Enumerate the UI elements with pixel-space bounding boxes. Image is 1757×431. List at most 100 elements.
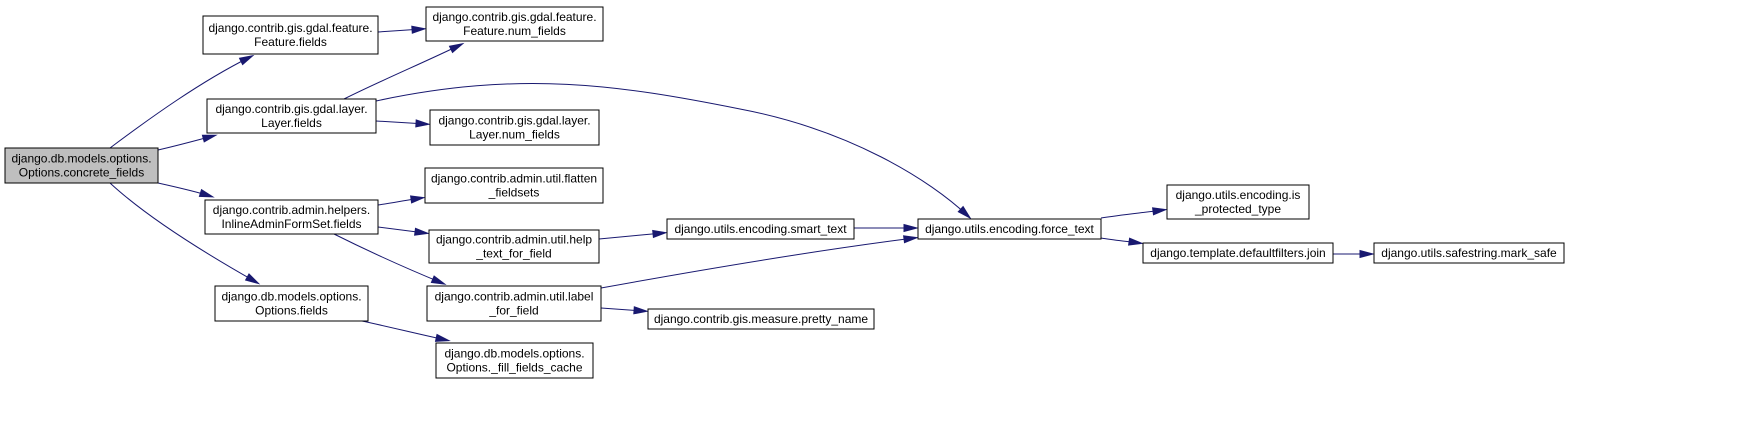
node-help-text-for-field[interactable]: django.contrib.admin.util.help_text_for_… — [428, 229, 600, 264]
node-label-line: django.db.models.options. — [444, 347, 584, 361]
edge-arrowhead — [411, 25, 427, 34]
node-inline-fields[interactable]: django.contrib.admin.helpers.InlineAdmin… — [204, 199, 379, 235]
node-label-line: Layer.fields — [261, 116, 322, 130]
node-label-line: django.contrib.admin.util.flatten — [431, 172, 597, 186]
node-pretty-name[interactable]: django.contrib.gis.measure.pretty_name — [647, 308, 875, 330]
node-feature-fields[interactable]: django.contrib.gis.gdal.feature.Feature.… — [202, 15, 379, 55]
node-label-line: _fieldsets — [488, 186, 540, 200]
node-force-text[interactable]: django.utils.encoding.force_text — [917, 218, 1102, 240]
call-graph-nodes: django.db.models.options.Options.concret… — [4, 6, 1565, 379]
node-join[interactable]: django.template.defaultfilters.join — [1142, 242, 1334, 264]
node-label-line: django.utils.safestring.mark_safe — [1381, 246, 1557, 260]
node-label-line: _protected_type — [1194, 202, 1281, 216]
edge-arrowhead — [1128, 237, 1144, 246]
node-label-line: InlineAdminFormSet.fields — [221, 217, 361, 231]
edge-line — [109, 56, 251, 149]
node-box — [917, 218, 1102, 240]
node-box — [202, 15, 379, 55]
node-mark-safe[interactable]: django.utils.safestring.mark_safe — [1373, 242, 1565, 264]
call-graph-edges — [109, 25, 1375, 342]
node-box — [429, 109, 600, 146]
edge-help_text_for_field-to-smart_text — [598, 229, 668, 240]
edge-label_for_field-to-pretty_name — [600, 306, 649, 315]
node-label-line: Layer.num_fields — [469, 128, 560, 142]
node-label-line: django.contrib.gis.gdal.layer. — [438, 114, 590, 128]
edge-line — [600, 237, 915, 289]
edge-label_for_field-to-force_text — [600, 235, 919, 289]
edge-arrowhead — [415, 119, 431, 128]
node-label-line: django.contrib.admin.util.label — [435, 290, 594, 304]
node-label-line: Options._fill_fields_cache — [446, 361, 582, 375]
edge-line — [109, 182, 257, 283]
node-flatten-fieldsets[interactable]: django.contrib.admin.util.flatten_fields… — [424, 167, 604, 204]
edge-line — [333, 233, 443, 284]
edge-arrowhead — [1359, 249, 1375, 259]
node-box — [214, 285, 369, 322]
node-smart-text[interactable]: django.utils.encoding.smart_text — [666, 218, 855, 240]
node-root[interactable]: django.db.models.options.Options.concret… — [4, 147, 159, 184]
edge-arrowhead — [198, 188, 215, 198]
edge-arrowhead — [434, 333, 451, 342]
edge-line — [343, 44, 461, 100]
node-label-line: django.contrib.gis.gdal.layer. — [215, 102, 367, 116]
node-label-line: Feature.num_fields — [463, 24, 566, 38]
edge-root-to-layer_fields — [157, 134, 218, 151]
node-feature-num-fields[interactable]: django.contrib.gis.gdal.feature.Feature.… — [425, 6, 604, 42]
edge-line — [375, 83, 969, 217]
edge-root-to-inline_fields — [157, 182, 215, 198]
node-label-line: _text_for_field — [475, 247, 551, 261]
node-label-line: Feature.fields — [254, 35, 327, 49]
edge-arrowhead — [903, 235, 919, 244]
node-label-for-field[interactable]: django.contrib.admin.util.label_for_fiel… — [426, 285, 602, 322]
edge-layer_fields-to-feature_num_fields — [343, 42, 465, 100]
edge-force_text-to-is_protected_type — [1100, 207, 1168, 219]
edge-smart_text-to-force_text — [854, 223, 919, 233]
edge-arrowhead — [244, 273, 261, 285]
node-label-line: django.contrib.gis.gdal.feature. — [208, 21, 372, 35]
node-box — [424, 167, 604, 204]
node-box — [206, 98, 377, 134]
node-box — [204, 199, 379, 235]
node-label-line: django.contrib.gis.gdal.feature. — [432, 10, 596, 24]
node-label-line: Options.fields — [255, 304, 328, 318]
edge-arrowhead — [957, 205, 972, 220]
edge-layer_fields-to-layer_num_fields — [375, 119, 431, 128]
node-label-line: django.template.defaultfilters.join — [1150, 246, 1325, 260]
node-label-line: django.utils.encoding.is — [1176, 188, 1301, 202]
edge-arrowhead — [414, 227, 430, 236]
node-box — [647, 308, 875, 330]
node-label-line: django.utils.encoding.smart_text — [674, 222, 847, 236]
node-box — [426, 285, 602, 322]
node-options-fields[interactable]: django.db.models.options.Options.fields — [214, 285, 369, 322]
edge-force_text-to-join — [1100, 237, 1144, 246]
edge-arrowhead — [410, 195, 426, 204]
edge-inline_fields-to-flatten_fieldsets — [377, 195, 426, 206]
node-label-line: django.contrib.admin.util.help — [436, 233, 592, 247]
node-box — [4, 147, 159, 184]
edge-inline_fields-to-label_for_field — [333, 233, 447, 285]
edge-feature_fields-to-feature_num_fields — [377, 25, 427, 34]
node-label-line: django.db.models.options. — [221, 290, 361, 304]
node-label-line: django.db.models.options. — [11, 152, 151, 166]
node-label-line: django.contrib.admin.helpers. — [213, 203, 370, 217]
edge-root-to-options_fields — [109, 182, 261, 285]
edge-join-to-mark_safe — [1333, 249, 1375, 259]
node-box — [1166, 184, 1310, 220]
node-box — [435, 342, 594, 379]
edge-arrowhead — [238, 54, 255, 66]
edge-arrowhead — [652, 229, 668, 239]
node-fill-fields-cache[interactable]: django.db.models.options.Options._fill_f… — [435, 342, 594, 379]
edge-arrowhead — [633, 306, 649, 315]
edge-arrowhead — [448, 42, 465, 54]
node-is-protected-type[interactable]: django.utils.encoding.is_protected_type — [1166, 184, 1310, 220]
edge-line — [361, 320, 447, 341]
edge-options_fields-to-fill_fields_cache — [361, 320, 451, 342]
edge-arrowhead — [201, 134, 218, 143]
node-label-line: _for_field — [488, 304, 538, 318]
edge-arrowhead — [1152, 207, 1168, 216]
node-box — [666, 218, 855, 240]
node-layer-num-fields[interactable]: django.contrib.gis.gdal.layer.Layer.num_… — [429, 109, 600, 146]
node-label-line: django.contrib.gis.measure.pretty_name — [654, 312, 868, 326]
node-layer-fields[interactable]: django.contrib.gis.gdal.layer.Layer.fiel… — [206, 98, 377, 134]
